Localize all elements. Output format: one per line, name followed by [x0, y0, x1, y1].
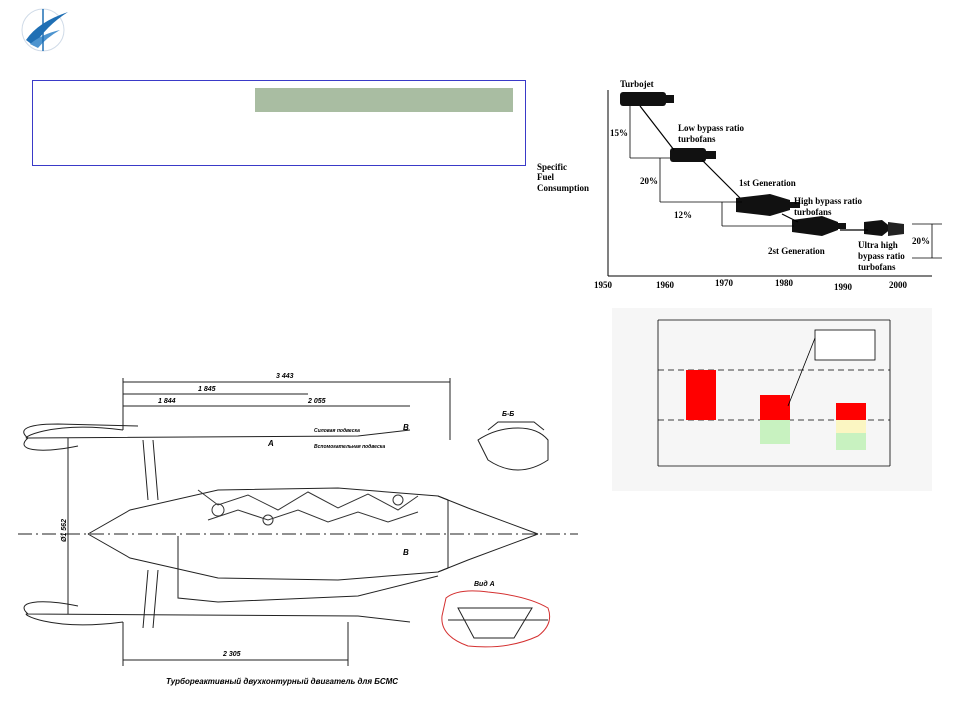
year-2000: 2000 [889, 280, 908, 290]
bar-3-segment-1 [836, 420, 866, 433]
ylabel-line-3: Consumption [537, 183, 589, 193]
year-1950: 1950 [594, 280, 613, 290]
bar-3-top [836, 403, 866, 420]
bar-1-top [686, 370, 716, 420]
step-12: 12% [674, 210, 692, 220]
ylabel-line-1: Specific [537, 162, 567, 172]
label-ultra-2: bypass ratio [858, 251, 905, 261]
label-ultra-3: turbofans [858, 262, 896, 272]
note-aux-mount: Вспомогательная подвеска [314, 444, 385, 450]
dim-1845: 1 845 [198, 386, 216, 393]
low-bypass-engine-icon [670, 148, 716, 162]
step-20-second: 20% [912, 236, 930, 246]
ultra-high-engine-icon [864, 220, 904, 236]
dim-1844: 1 844 [158, 398, 176, 405]
step-15: 15% [610, 128, 628, 138]
bar-3-segment-2 [836, 433, 866, 450]
dim-3443: 3 443 [276, 373, 294, 380]
label-ultra-1: Ultra high [858, 240, 898, 250]
turbofan-engine-drawing: 3 443 1 845 1 844 2 055 2 305 Ø1 562 A B… [18, 373, 578, 686]
framed-text-box [32, 80, 526, 166]
label-high-bypass-2: turbofans [794, 207, 832, 217]
view-a-label: Вид А [474, 580, 495, 588]
company-logo-icon [21, 8, 68, 52]
view-b-b-label: Б-Б [502, 411, 514, 418]
step-20-first: 20% [640, 176, 658, 186]
label-turbojet: Turbojet [620, 79, 654, 89]
legend-box [814, 329, 876, 361]
label-high-bypass-1: High bypass ratio [794, 196, 863, 206]
ylabel-line-2: Fuel [537, 172, 554, 182]
sfc-trend-chart: Specific Fuel Consumption 1950 1960 1970… [537, 79, 942, 292]
note-power-mount: Силовая подвеска [314, 428, 360, 434]
legend-pointer [787, 337, 816, 407]
year-1980: 1980 [775, 278, 794, 288]
year-1990: 1990 [834, 282, 853, 292]
engine-caption: Турбореактивный двухконтурный двигатель … [166, 677, 398, 686]
mark-b-bottom: B [403, 548, 409, 557]
highlight-bar [255, 88, 513, 112]
mark-b-top: B [403, 423, 409, 432]
label-low-bypass-2: turbofans [678, 134, 716, 144]
sfc-reduction-bar-panel [612, 308, 932, 491]
label-gen1: 1st Generation [739, 178, 796, 188]
dim-2305: 2 305 [222, 651, 241, 658]
turbojet-engine-icon [620, 92, 674, 106]
label-gen2: 2st Generation [768, 246, 825, 256]
gen2-engine-icon [792, 216, 846, 236]
label-low-bypass-1: Low bypass ratio [678, 123, 745, 133]
detail-a-view [441, 590, 551, 648]
bar-marks [686, 370, 866, 450]
high-bypass-engine-icon [736, 194, 800, 216]
bar-2-top [760, 395, 790, 420]
dim-2055: 2 055 [307, 398, 326, 405]
year-1960: 1960 [656, 280, 675, 290]
year-1970: 1970 [715, 278, 734, 288]
bar-2-segment-1 [760, 420, 790, 444]
mark-a: A [267, 439, 274, 448]
dim-diameter: Ø1 562 [61, 519, 68, 542]
